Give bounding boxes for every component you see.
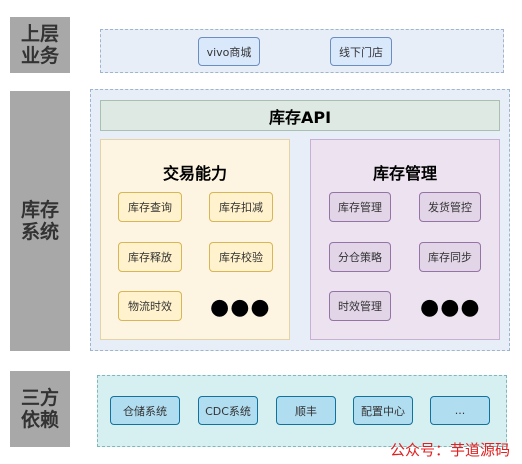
management-item-shipping-control[interactable]: 发货管控 — [419, 192, 481, 222]
management-item-stock-sync[interactable]: 库存同步 — [419, 242, 481, 272]
trading-item-logistics-time[interactable]: 物流时效 — [118, 291, 182, 321]
side-label-inventory: 库存 系统 — [10, 91, 70, 351]
third-item-config-center[interactable]: 配置中心 — [353, 396, 413, 425]
business-panel — [100, 29, 504, 73]
third-item-warehouse[interactable]: 仓储系统 — [110, 396, 180, 425]
business-item-vivo-mall[interactable]: vivo商城 — [198, 37, 260, 66]
trading-item-stock-deduct[interactable]: 库存扣减 — [209, 192, 273, 222]
watermark-text: 公众号：芋道源码 — [389, 441, 510, 459]
trading-item-stock-release[interactable]: 库存释放 — [118, 242, 182, 272]
trading-ellipsis: ●●● — [210, 295, 271, 320]
inventory-api-bar: 库存API — [100, 100, 500, 131]
management-title: 库存管理 — [372, 164, 437, 183]
business-item-offline-store[interactable]: 线下门店 — [330, 37, 392, 66]
management-item-warehouse-strategy[interactable]: 分仓策略 — [329, 242, 391, 272]
third-item-more[interactable]: ... — [430, 396, 490, 425]
trading-item-stock-query[interactable]: 库存查询 — [118, 192, 182, 222]
third-item-sf-express[interactable]: 顺丰 — [276, 396, 336, 425]
third-item-cdc[interactable]: CDC系统 — [198, 396, 258, 425]
side-label-third-party: 三方 依赖 — [10, 371, 70, 447]
trading-item-stock-check[interactable]: 库存校验 — [209, 242, 273, 272]
management-item-stock-manage[interactable]: 库存管理 — [329, 192, 391, 222]
management-item-time-manage[interactable]: 时效管理 — [329, 291, 391, 321]
side-label-business: 上层 业务 — [10, 17, 70, 73]
management-ellipsis: ●●● — [420, 295, 481, 320]
trading-title: 交易能力 — [162, 164, 227, 183]
